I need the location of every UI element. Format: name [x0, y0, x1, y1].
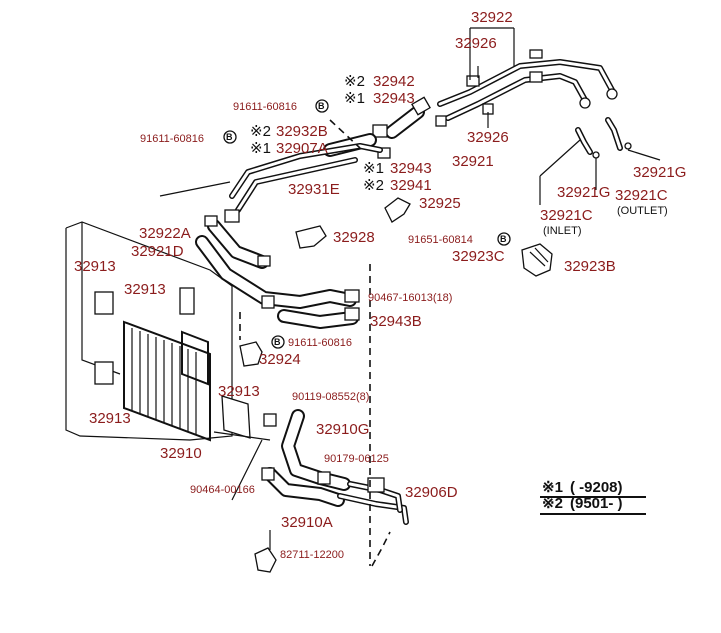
label-32921c: 32921C — [615, 187, 668, 204]
svg-text:B: B — [274, 337, 281, 347]
bracket-32913-b — [179, 287, 195, 315]
bracket-32925 — [384, 197, 411, 223]
note-mark-1: ※1 — [344, 90, 365, 107]
bolt-icon — [497, 232, 511, 246]
label-32921c: 32921C — [540, 207, 593, 224]
label-90179-06125: 90179-06125 — [324, 453, 389, 465]
bracket-32913-c — [94, 361, 114, 385]
label-91651-60814: 91651-60814 — [408, 234, 473, 246]
hose-32910g — [261, 409, 351, 507]
label-32910g: 32910G — [316, 421, 369, 438]
label-32910: 32910 — [160, 445, 202, 462]
clamp-82711 — [254, 547, 277, 573]
label-32921g: 32921G — [633, 164, 686, 181]
svg-text:B: B — [318, 101, 325, 111]
bracket-32913-a — [94, 291, 114, 315]
label-32926: 32926 — [455, 35, 497, 52]
clamp-32926-top — [466, 75, 480, 87]
label-32924: 32924 — [259, 351, 301, 368]
label-90464-00166: 90464-00166 — [190, 484, 255, 496]
label-32932b: 32932B — [276, 123, 328, 140]
pipe-32931e — [159, 143, 383, 223]
legend-range-1: ( -9208) — [570, 479, 623, 496]
note-mark-1: ※1 — [363, 160, 384, 177]
label-32913: 32913 — [124, 281, 166, 298]
label-32921: 32921 — [452, 153, 494, 170]
hose-32921d — [195, 215, 360, 329]
note-mark-1: ※1 — [250, 140, 271, 157]
legend-mark-1: ※1 — [542, 479, 563, 496]
label-32913: 32913 — [74, 258, 116, 275]
bolt-icon — [315, 99, 329, 113]
oil-cooler-32910 — [65, 221, 251, 442]
label-32943: 32943 — [373, 90, 415, 107]
label-91611-60816: 91611-60816 — [288, 337, 352, 349]
legend: ※1 ( -9208) ※2 (9501- ) — [540, 479, 646, 515]
svg-text:B: B — [226, 132, 233, 142]
label-32926: 32926 — [467, 129, 509, 146]
label-90119-08552: 90119-08552(8) — [292, 391, 369, 403]
label-32913: 32913 — [89, 410, 131, 427]
label-90467-16013: 90467-16013(18) — [368, 292, 452, 304]
label-32941: 32941 — [390, 177, 432, 194]
label-32910a: 32910A — [281, 514, 333, 531]
bolt-symbols: B B B B — [223, 99, 511, 349]
label-32921d: 32921D — [131, 243, 184, 260]
label-32943b: 32943B — [370, 313, 422, 330]
label-91611-60816: 91611-60816 — [233, 101, 297, 113]
label-32922: 32922 — [471, 9, 513, 26]
bolt-icon — [271, 335, 285, 349]
label-32923b: 32923B — [564, 258, 616, 275]
reference-lines — [213, 119, 391, 567]
label-32931e: 32931E — [288, 181, 340, 198]
note-mark-2: ※2 — [363, 177, 384, 194]
label-32921g: 32921G — [557, 184, 610, 201]
note-mark-2: ※2 — [250, 123, 271, 140]
label-32913: 32913 — [218, 383, 260, 400]
legend-range-2: (9501- ) — [570, 495, 623, 512]
label-32907a: 32907A — [276, 140, 328, 157]
bolt-icon — [223, 130, 237, 144]
label-32906d: 32906D — [405, 484, 458, 501]
label-32942: 32942 — [373, 73, 415, 90]
legend-mark-2: ※2 — [542, 495, 563, 512]
label-inlet: (INLET) — [543, 225, 582, 237]
pipe-32906d — [337, 477, 409, 525]
note-mark-2: ※2 — [344, 73, 365, 90]
clamp-32924 — [239, 341, 263, 367]
fittings-32921c — [539, 117, 661, 205]
label-32923c: 32923C — [452, 248, 505, 265]
bracket-32923 — [521, 243, 553, 277]
label-32943: 32943 — [390, 160, 432, 177]
label-32922a: 32922A — [139, 225, 191, 242]
label-32928: 32928 — [333, 229, 375, 246]
label-82711-12200: 82711-12200 — [280, 549, 344, 561]
label-32925: 32925 — [419, 195, 461, 212]
bracket-32913-d — [221, 395, 251, 439]
label-91611-60816: 91611-60816 — [140, 133, 204, 145]
label-outlet: (OUTLET) — [617, 205, 668, 217]
svg-text:B: B — [500, 234, 507, 244]
pipe-assembly-32922 — [437, 27, 618, 128]
bracket-32928 — [295, 225, 327, 249]
